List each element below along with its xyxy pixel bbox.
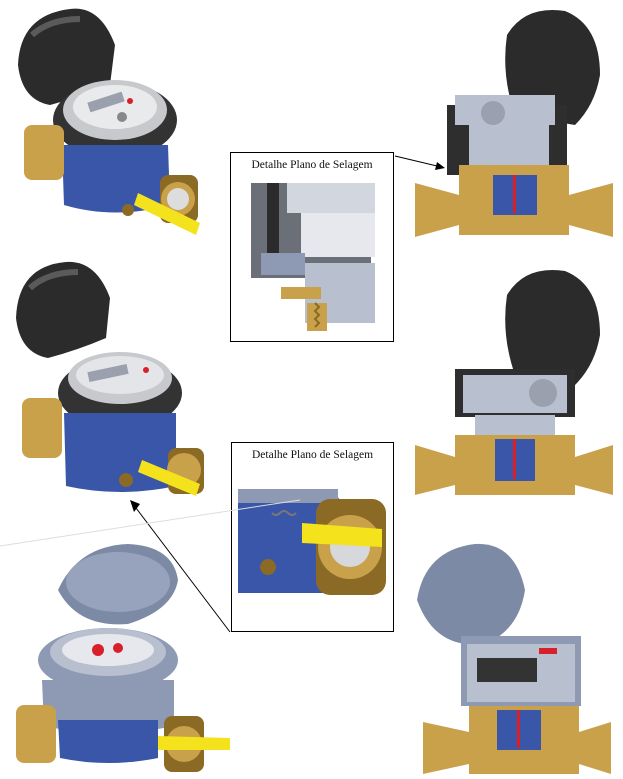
meter-lid xyxy=(16,261,110,358)
arrow-to-section xyxy=(394,155,445,170)
meter-assembled-top-left xyxy=(18,8,200,235)
seal-plane-detail-bottom xyxy=(238,489,386,595)
seal-plane-detail-top xyxy=(251,183,375,331)
meter-assembled-middle-left xyxy=(16,261,204,496)
meter-section-top-right xyxy=(415,10,613,237)
meter-lid xyxy=(18,8,115,105)
meter-lid xyxy=(505,270,600,385)
meter-lid xyxy=(417,543,525,645)
detail-box-top: Detalhe Plano de Selagem xyxy=(230,152,394,342)
meter-section-bottom-right xyxy=(417,543,611,774)
meter-section-middle-right xyxy=(415,270,613,495)
detail-caption: Detalhe Plano de Selagem xyxy=(251,449,374,461)
detail-box-bottom: Detalhe Plano de Selagem xyxy=(231,442,394,632)
arrow-to-meter xyxy=(130,500,231,633)
detail-caption: Detalhe Plano de Selagem xyxy=(251,159,373,171)
divider-line xyxy=(0,499,301,547)
meter-assembled-bottom-left xyxy=(16,544,230,772)
